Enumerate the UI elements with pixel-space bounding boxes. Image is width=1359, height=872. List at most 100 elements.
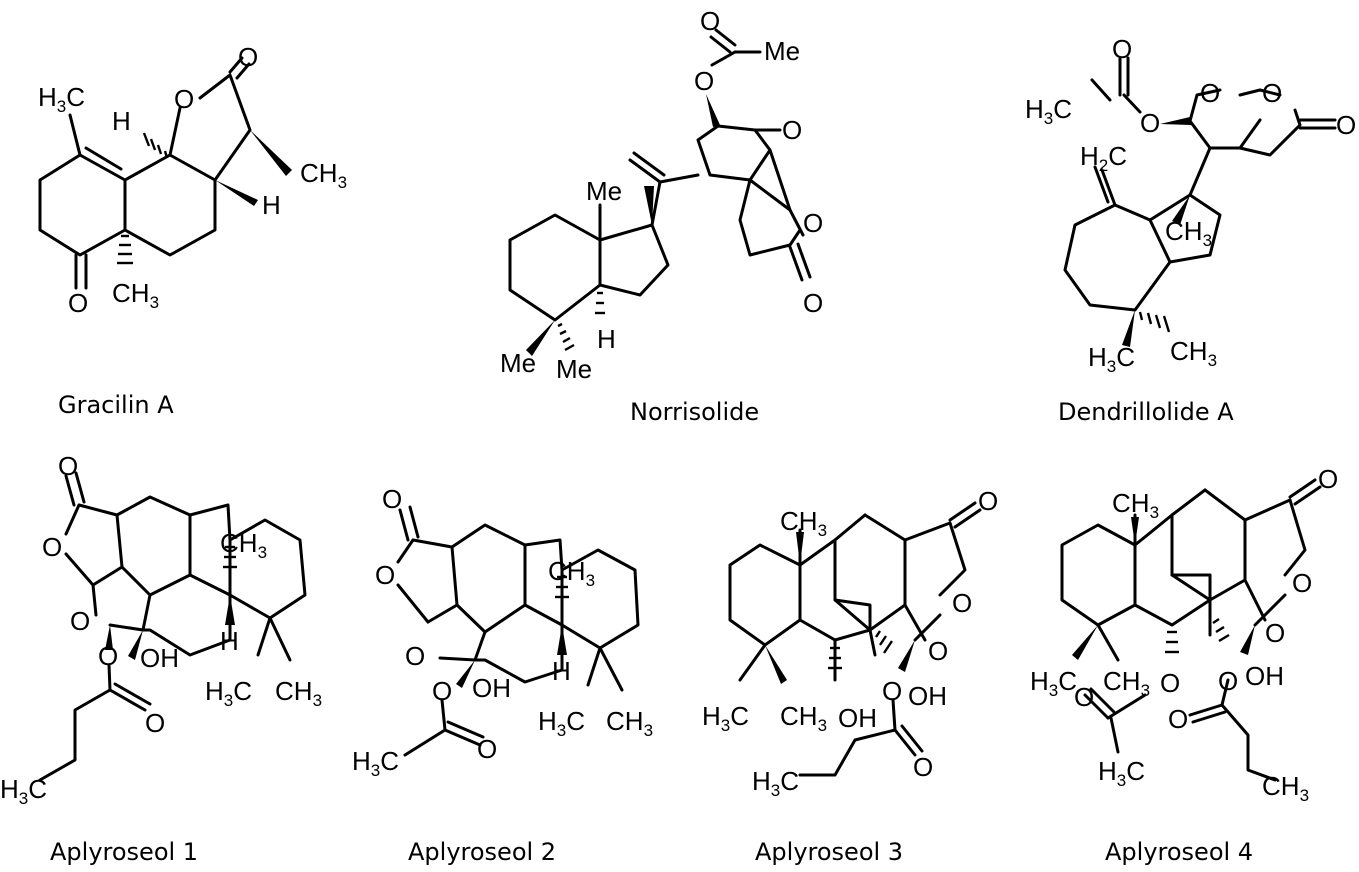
caption-aplyroseol-2: Aplyroseol 2 [408,838,556,866]
label-o: O [1074,682,1094,712]
label-o: O [405,641,425,671]
label-ch3: CH3 [275,676,322,710]
molecule-gracilin-a: H3C H O O CH3 H CH3 O Gracilin A [38,42,347,419]
label-o: O [1160,668,1180,698]
label-o: O [700,6,720,36]
label-o: O [1336,110,1356,140]
label-o: O [694,66,714,96]
label-oh: OH [908,681,947,711]
label-h3c: H3C [205,676,252,710]
label-o: O [432,676,452,706]
label-o: O [1140,108,1160,138]
caption-dendrillolide-a: Dendrillolide A [1058,398,1234,426]
label-h: H [112,106,131,136]
label-ch3: CH3 [112,278,159,312]
molecule-dendrillolide-a: O H3C O O O O H2C CH3 H3C CH3 Dendrillol… [1025,34,1356,426]
molecule-aplyroseol-2: O O O O OH CH3 H H3C CH3 O H3C Aplyroseo… [352,484,653,866]
label-o: O [1318,464,1338,494]
label-me: Me [500,348,536,378]
label-me: Me [556,354,592,384]
label-h3c: H3C [702,701,749,735]
label-oh: OH [838,703,877,733]
label-h3c: H3C [38,82,85,116]
label-o: O [782,115,802,145]
label-o: O [145,708,165,738]
caption-aplyroseol-1: Aplyroseol 1 [50,838,198,866]
atom-labels: O O O CH3 O OH H3C CH3 OH O H3C [702,486,998,800]
label-o: O [1112,34,1132,64]
caption-gracilin-a: Gracilin A [58,391,174,419]
molecule-norrisolide: O Me O O O O Me H Me Me Norrisolide [500,6,823,426]
atom-labels: O O O O OH CH3 H H3C CH3 O H3C [0,451,322,808]
atom-labels: H3C H O O CH3 H CH3 O [38,42,347,318]
label-o: O [1262,78,1282,108]
label-h3c: H3C [1098,756,1145,790]
label-o: O [1292,568,1312,598]
bond-skeleton [1063,56,1337,347]
label-o: O [1168,704,1188,734]
label-o: O [382,484,402,514]
label-me: Me [586,176,622,206]
label-ch3: CH3 [780,701,827,735]
label-o: O [98,641,118,671]
label-ch3: CH3 [1103,666,1150,700]
label-ch3: CH3 [300,158,347,192]
molecule-aplyroseol-4: O O O CH3 H3C CH3 O O OH O H3C O CH3 Apl… [1030,464,1338,866]
label-h3c: H3C [752,766,799,800]
label-h3c: H3C [0,774,47,808]
bond-skeleton [38,471,307,782]
label-o: O [882,676,902,706]
label-o: O [238,42,258,72]
label-ch3: CH3 [1262,771,1309,805]
bond-skeleton [1060,478,1322,782]
label-o: O [68,288,88,318]
label-h: H [552,656,571,686]
label-ch3: CH3 [1165,216,1212,250]
label-ch3: CH3 [1112,488,1159,522]
molecule-aplyroseol-3: O O O CH3 O OH H3C CH3 OH O H3C Aplyrose… [702,486,998,866]
label-ch3: CH3 [220,528,267,562]
label-o: O [928,636,948,666]
label-o: O [174,84,194,114]
label-h2c: H2C [1080,141,1127,175]
label-h3c: H3C [352,746,399,780]
caption-aplyroseol-3: Aplyroseol 3 [755,838,903,866]
caption-aplyroseol-4: Aplyroseol 4 [1105,838,1253,866]
bond-skeleton [728,501,982,777]
bond-skeleton [38,56,292,290]
label-h: H [220,626,239,656]
label-ch3: CH3 [1170,336,1217,370]
label-o: O [375,560,395,590]
label-o: O [913,752,933,782]
label-o: O [1218,666,1238,696]
caption-norrisolide: Norrisolide [630,398,759,426]
label-h3c: H3C [1030,666,1077,700]
label-ch3: CH3 [780,506,827,540]
label-o: O [42,532,62,562]
label-o: O [803,288,823,318]
label-o: O [58,451,78,481]
atom-labels: O O O O OH CH3 H H3C CH3 O H3C [352,484,653,780]
label-o: O [70,606,90,636]
bond-skeleton [396,505,640,757]
label-oh: OH [1245,661,1284,691]
label-h3c: H3C [1088,342,1135,376]
bond-skeleton [508,28,812,356]
label-me: Me [764,36,800,66]
label-o: O [803,208,823,238]
label-h3c: H3C [1025,94,1072,128]
label-o: O [1265,618,1285,648]
atom-labels: O Me O O O O Me H Me Me [500,6,823,384]
label-oh: OH [140,643,179,673]
label-ch3: CH3 [606,706,653,740]
label-oh: OH [472,673,511,703]
label-ch3: CH3 [548,556,595,590]
label-o: O [978,486,998,516]
atom-labels: O H3C O O O O H2C CH3 H3C CH3 [1025,34,1356,376]
label-h: H [262,190,281,220]
label-o: O [952,588,972,618]
label-h: H [597,324,616,354]
label-h3c: H3C [538,706,585,740]
label-o: O [1200,78,1220,108]
